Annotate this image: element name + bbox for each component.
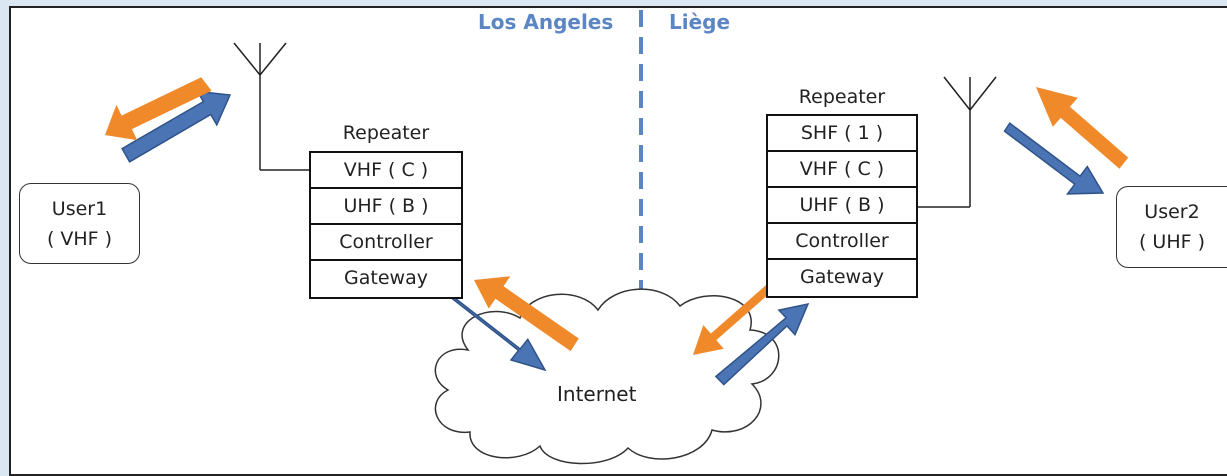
- repeater-right-row-gateway: Gateway: [800, 266, 884, 288]
- repeater-right-row-shf: SHF ( 1 ): [768, 116, 916, 152]
- right-antenna-icon: [918, 76, 997, 208]
- arrow-internet-to-gateway: [474, 276, 579, 352]
- user2-band: ( UHF ): [1138, 231, 1206, 253]
- user1-node: User1 ( VHF ): [19, 183, 140, 264]
- repeater-left-row-gateway: Gateway: [344, 267, 428, 289]
- arrow-internet-to-gateway-right: [714, 302, 810, 386]
- arrow-antenna-to-user2: [1003, 122, 1105, 195]
- arrow-gateway-right-to-internet: [693, 281, 776, 355]
- repeater-right: SHF ( 1 ) VHF ( C ) UHF ( B ) Controller…: [766, 114, 918, 298]
- user1-band: ( VHF ): [46, 227, 113, 250]
- city-label-liege: Liège: [669, 10, 731, 34]
- arrow-user2-to-antenna: [1036, 87, 1129, 169]
- repeater-left-title: Repeater: [342, 122, 430, 144]
- user1-name: User1: [51, 197, 108, 220]
- arrow-gateway-to-internet: [445, 291, 547, 372]
- internet-cloud: [434, 288, 780, 465]
- repeater-left-row-controller: Controller: [311, 225, 461, 261]
- left-antenna-icon: [233, 42, 309, 171]
- user2-node: User2 ( UHF ): [1116, 186, 1227, 268]
- repeater-right-row-vhf: VHF ( C ): [768, 152, 916, 188]
- repeater-right-row-uhf: UHF ( B ): [768, 188, 916, 224]
- city-label-los-angeles: Los Angeles: [478, 10, 614, 34]
- repeater-left-row-vhf: VHF ( C ): [311, 153, 461, 189]
- arrow-user1-to-antenna: [121, 90, 232, 163]
- repeater-right-row-controller: Controller: [768, 224, 916, 260]
- repeater-left: VHF ( C ) UHF ( B ) Controller Gateway: [309, 151, 463, 299]
- internet-label: Internet: [557, 382, 637, 406]
- arrow-antenna-to-user1: [105, 77, 212, 141]
- user2-name: User2: [1144, 201, 1200, 223]
- repeater-right-title: Repeater: [798, 86, 886, 108]
- repeater-left-row-uhf: UHF ( B ): [311, 189, 461, 225]
